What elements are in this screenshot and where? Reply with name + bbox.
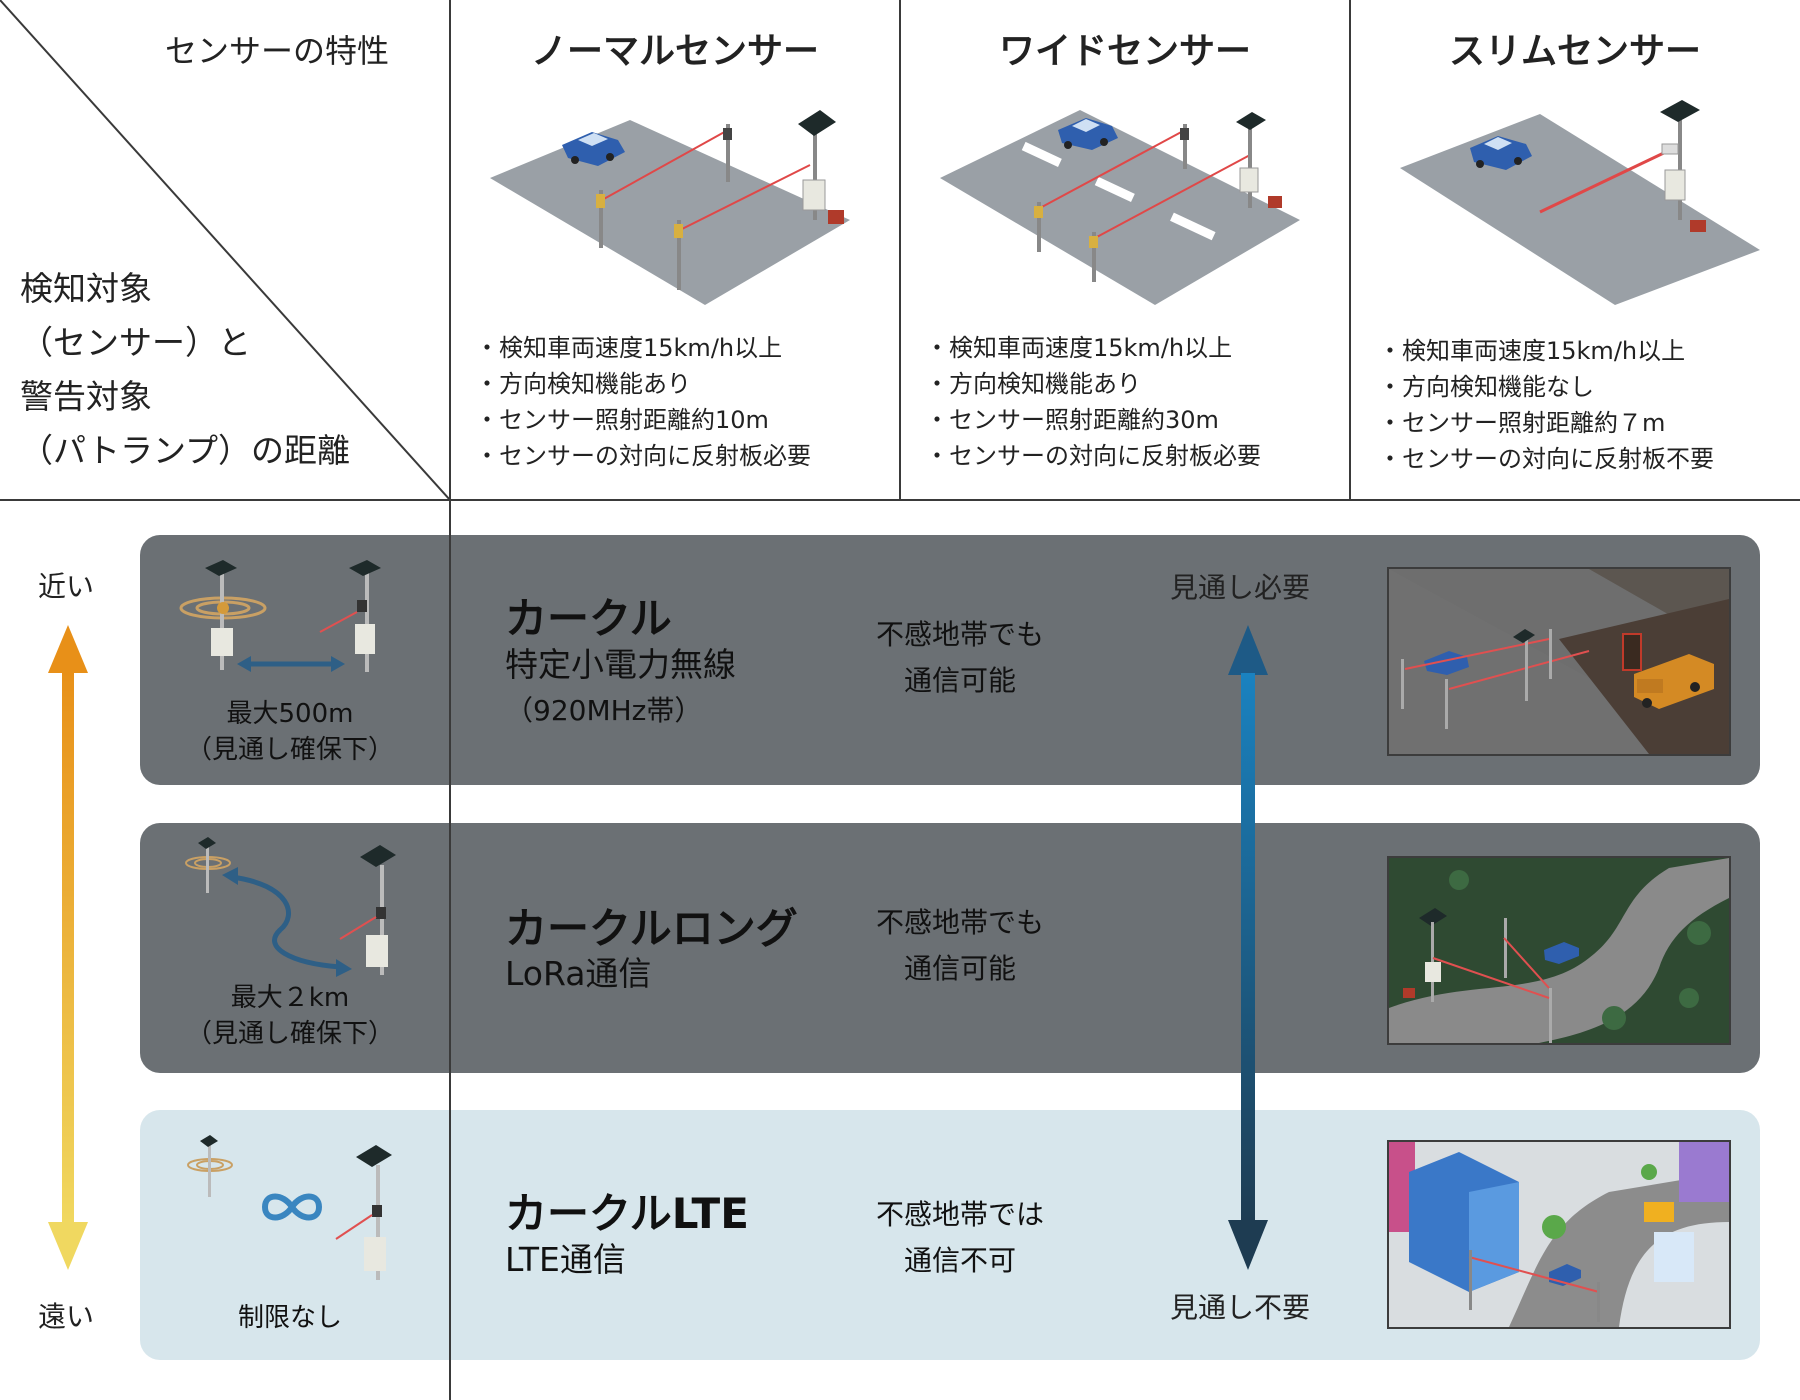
- car-icon: [1470, 136, 1532, 170]
- spec-item: センサーの対向に反射板必要: [925, 438, 1261, 474]
- corner-left-label: 検知対象 （センサー）と 警告対象 （パトランプ）の距離: [20, 262, 350, 478]
- solar-panel-icon: [1660, 100, 1706, 232]
- carcle-long-range-illustration: [185, 837, 396, 977]
- range-line: 制限なし: [237, 1303, 342, 1333]
- car-icon: [1058, 118, 1118, 150]
- frame-divider-v3: [1349, 0, 1351, 500]
- los-not-required-label: 見通し不要: [1170, 1291, 1311, 1324]
- product-sub-line: LoRa通信: [505, 954, 652, 993]
- corner-diagonal: [0, 0, 450, 500]
- corner-top-label: センサーの特性: [165, 32, 390, 70]
- solar-panel-icon: [319, 560, 381, 672]
- normal-sensor-specs: 検知車両速度15km/h以上 方向検知機能あり センサー照射距離約10m センサ…: [475, 330, 811, 474]
- spec-item: センサーの対向に反射板不要: [1378, 441, 1714, 477]
- antenna-icon: [187, 1135, 233, 1197]
- spec-item: センサーの対向に反射板必要: [475, 438, 811, 474]
- solar-panel-icon: [339, 845, 396, 975]
- solar-panel-icon: [798, 110, 844, 224]
- line-of-sight-arrow: [1228, 625, 1268, 1270]
- solar-panel-icon: [1236, 112, 1282, 208]
- spec-item: センサー照射距離約30m: [925, 402, 1261, 438]
- carcle-lte-range-label: 制限なし: [170, 1300, 410, 1336]
- range-line: （見通し確保下）: [185, 1019, 394, 1049]
- comm-carcle-lte: 不感地帯では 通信不可: [860, 1192, 1060, 1284]
- double-arrow-icon: [237, 656, 345, 672]
- carcle-scene-image: [1387, 567, 1731, 756]
- product-sub-line: （920MHz帯）: [505, 694, 703, 727]
- product-sub-carcle: 特定小電力無線 （920MHz帯）: [505, 642, 736, 734]
- spec-item: 検知車両速度15km/h以上: [1378, 333, 1714, 369]
- carcle-long-range-label: 最大２km （見通し確保下）: [170, 980, 410, 1052]
- normal-sensor-illustration: [490, 110, 850, 305]
- comm-line: 通信可能: [903, 952, 1016, 985]
- curved-arrow-icon: [222, 867, 352, 977]
- product-sub-line: LTE通信: [505, 1240, 626, 1279]
- comm-carcle-long: 不感地帯でも 通信可能: [860, 900, 1060, 992]
- comm-line: 不感地帯でも: [875, 618, 1044, 651]
- comm-line: 不感地帯では: [875, 1198, 1044, 1231]
- frame-divider-v2: [899, 0, 901, 500]
- comm-line: 不感地帯でも: [875, 906, 1044, 939]
- range-line: （見通し確保下）: [185, 735, 394, 765]
- spec-item: 検知車両速度15km/h以上: [925, 330, 1261, 366]
- infinity-icon: [261, 1193, 323, 1221]
- antenna-icon: [179, 560, 267, 670]
- slim-sensor-illustration: [1400, 100, 1760, 305]
- axis-far-label: 遠い: [38, 1300, 95, 1333]
- sensor-title-normal: ノーマルセンサー: [530, 31, 819, 72]
- product-sub-line: 特定小電力無線: [505, 645, 736, 684]
- spec-item: 方向検知機能なし: [1378, 369, 1714, 405]
- spec-item: 方向検知機能あり: [925, 366, 1261, 402]
- product-sub-carcle-lte: LTE通信: [505, 1237, 626, 1283]
- spec-item: 方向検知機能あり: [475, 366, 811, 402]
- corner-left-line: （パトランプ）の距離: [20, 431, 350, 470]
- comm-line: 通信可能: [903, 664, 1016, 697]
- spec-item: センサー照射距離約７m: [1378, 405, 1714, 441]
- product-name-carcle: カークル: [505, 594, 672, 643]
- comm-line: 通信不可: [903, 1244, 1016, 1277]
- los-required-label: 見通し必要: [1170, 571, 1311, 604]
- solar-panel-icon: [335, 1145, 392, 1280]
- band-divider: [449, 500, 451, 1400]
- wide-sensor-illustration: [940, 110, 1300, 305]
- spec-item: センサー照射距離約10m: [475, 402, 811, 438]
- carcle-long-scene-image: [1387, 856, 1731, 1045]
- frame-divider-h: [0, 499, 1800, 501]
- carcle-range-label: 最大500m （見通し確保下）: [170, 696, 410, 768]
- carcle-range-illustration: [179, 560, 381, 672]
- range-line: 最大500m: [226, 699, 354, 729]
- product-name-carcle-long: カークルロング: [505, 904, 798, 953]
- distance-axis-arrow: [48, 625, 88, 1270]
- carcle-lte-range-illustration: [187, 1135, 392, 1280]
- product-name-carcle-lte: カークルLTE: [505, 1189, 749, 1238]
- corner-left-line: （センサー）と: [20, 323, 251, 362]
- antenna-icon: [185, 837, 231, 893]
- comm-carcle: 不感地帯でも 通信可能: [860, 612, 1060, 704]
- range-line: 最大２km: [230, 983, 350, 1013]
- axis-near-label: 近い: [38, 570, 95, 603]
- product-sub-carcle-long: LoRa通信: [505, 951, 651, 997]
- slim-sensor-specs: 検知車両速度15km/h以上 方向検知機能なし センサー照射距離約７m センサー…: [1378, 333, 1714, 477]
- spec-item: 検知車両速度15km/h以上: [475, 330, 811, 366]
- corner-left-line: 検知対象: [20, 269, 152, 308]
- wide-sensor-specs: 検知車両速度15km/h以上 方向検知機能あり センサー照射距離約30m センサ…: [925, 330, 1261, 474]
- corner-left-line: 警告対象: [20, 377, 152, 416]
- car-icon: [562, 132, 625, 166]
- carcle-lte-scene-image: [1387, 1140, 1731, 1329]
- sensor-title-slim: スリムセンサー: [1448, 31, 1701, 72]
- sensor-title-wide: ワイドセンサー: [998, 31, 1251, 72]
